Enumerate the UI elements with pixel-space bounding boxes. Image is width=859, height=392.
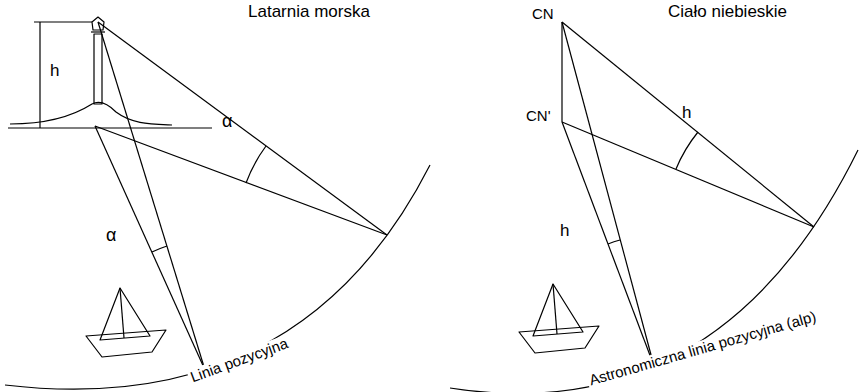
sight-line (562, 22, 654, 366)
angle-arc (676, 132, 698, 169)
angle-label: α (222, 112, 232, 132)
sight-line (95, 126, 387, 235)
land-outline (10, 102, 172, 125)
sight-line (98, 22, 387, 235)
altitude-label: h (560, 222, 569, 241)
lighthouse-tower (94, 34, 102, 104)
horizon-line (8, 127, 212, 128)
height-dimension (39, 22, 40, 128)
lighthouse-gallery (91, 31, 105, 32)
sight-line (95, 126, 205, 370)
position-line (5, 165, 430, 389)
height-label: h (50, 62, 59, 81)
position-line-label: Linia pozycyjna (186, 334, 292, 386)
altitude-label: h (682, 104, 691, 123)
boat-hull (519, 326, 599, 353)
angle-arc (152, 246, 167, 252)
height-tick (34, 21, 92, 22)
boat-hull (86, 330, 166, 357)
point-label: CN (532, 6, 554, 23)
zenith-line (561, 22, 562, 122)
point-label: CN' (526, 108, 551, 125)
diagram-title: Ciało niebieskie (668, 3, 787, 22)
sight-line (562, 122, 654, 366)
sight-line (98, 22, 205, 370)
diagram-title: Latarnia morska (248, 3, 370, 22)
sight-line (562, 122, 814, 227)
sight-line (562, 22, 814, 227)
astronomical-position-line (450, 150, 858, 392)
angle-arc (608, 240, 620, 244)
position-line-label: Astronomiczna linia pozycyjna (alp) (585, 307, 819, 389)
angle-arc (246, 146, 266, 183)
boat-mast (553, 284, 557, 334)
boat-mast (120, 288, 124, 338)
angle-label: α (106, 226, 116, 246)
